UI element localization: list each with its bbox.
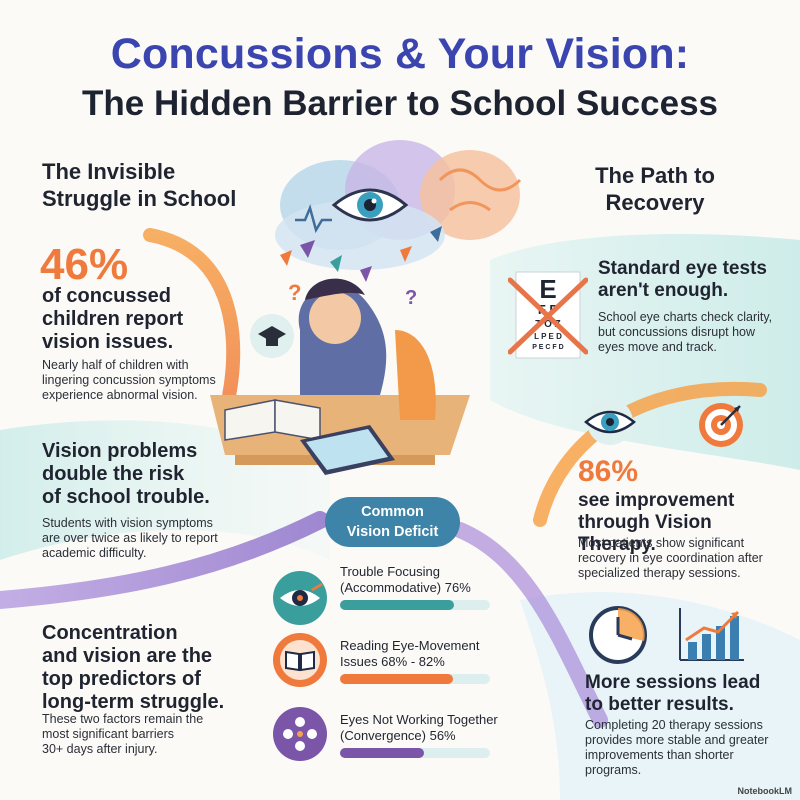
- risk-heading: Vision problems double the risk of schoo…: [42, 440, 252, 509]
- sessions-body-line-4: programs.: [585, 763, 642, 777]
- stat-46-body-line-1: Nearly half of children with: [42, 358, 189, 372]
- eye-chart-row-1: E: [539, 274, 556, 304]
- deficit-3-line-2: (Convergence) 56%: [340, 728, 456, 743]
- risk-body: Students with vision symptoms are over t…: [42, 516, 272, 561]
- left-section-heading: The Invisible Struggle in School: [42, 158, 282, 212]
- therapy-body: Most patients show significant recovery …: [578, 536, 793, 581]
- stat-46-body-line-3: experience abnormal vision.: [42, 388, 198, 402]
- therapy-heading: see improvement through Vision Therapy.: [578, 490, 793, 556]
- sessions-body-line-3: improvements than shorter: [585, 748, 734, 762]
- predictors-line-4: long-term struggle.: [42, 691, 225, 713]
- left-heading-line-2: Struggle in School: [42, 186, 237, 211]
- therapy-line-2: through Vision Therapy.: [578, 512, 712, 555]
- stat-86-percent: 86%: [578, 455, 639, 488]
- risk-body-line-1: Students with vision symptoms: [42, 516, 213, 530]
- deficit-title-line-1: Common: [361, 504, 424, 520]
- deficit-item-1-bar-fill: [340, 600, 454, 610]
- deficit-item-1-label: Trouble Focusing (Accommodative) 76%: [340, 564, 510, 596]
- predictors-line-2: and vision are the: [42, 645, 213, 667]
- stat-46-body-line-2: lingering concussion symptoms: [42, 373, 216, 387]
- eye-icon: [331, 188, 409, 222]
- deficit-title-line-2: Vision Deficit: [346, 524, 439, 540]
- deficit-2-line-1: Reading Eye-Movement: [340, 638, 480, 653]
- predictors-heading: Concentration and vision are the top pre…: [42, 622, 262, 714]
- deficit-3-line-1: Eyes Not Working Together: [340, 712, 498, 727]
- target-icon: [699, 403, 743, 447]
- predictors-line-1: Concentration: [42, 622, 178, 644]
- stat-46-percent: 46%: [40, 240, 129, 289]
- eye-chart-row-5: P E C F D: [532, 344, 563, 351]
- risk-heading-line-1: Vision problems: [42, 440, 198, 462]
- sessions-line-2: to better results.: [585, 694, 734, 715]
- notebooklm-watermark: NotebookLM: [737, 786, 793, 796]
- sessions-body: Completing 20 therapy sessions provides …: [585, 718, 790, 778]
- eye-chart-crossed-icon: E F P T O Z L P E D P E C F D: [508, 271, 588, 359]
- right-heading-line-1: The Path to: [595, 163, 715, 188]
- stat-46-label-line-2: children report: [42, 308, 184, 330]
- eye-tests-heading: Standard eye tests aren't enough.: [598, 258, 788, 302]
- deficit-item-3-bar-fill: [340, 748, 424, 758]
- page-title: Concussions & Your Vision:: [110, 30, 690, 78]
- therapy-body-line-3: specialized therapy sessions.: [578, 566, 741, 580]
- stat-46-label-line-1: of concussed: [42, 285, 171, 307]
- predictors-body: These two factors remain the most signif…: [42, 712, 262, 757]
- eye-target-icon: [273, 571, 327, 625]
- deficit-title-pill: Common Vision Deficit: [325, 497, 460, 547]
- eye-tests-body-line-2: but concussions disrupt how: [598, 325, 756, 339]
- deficit-2-line-2: Issues 68% - 82%: [340, 654, 445, 669]
- therapy-line-1: see improvement: [578, 490, 735, 511]
- therapy-body-line-1: Most patients show significant: [578, 536, 745, 550]
- eye-tests-line-2: aren't enough.: [598, 280, 729, 301]
- svg-text:?: ?: [288, 280, 301, 305]
- deficit-item-2-label: Reading Eye-Movement Issues 68% - 82%: [340, 638, 510, 670]
- deficit-item-2-bar-fill: [340, 674, 453, 684]
- sessions-line-1: More sessions lead: [585, 672, 761, 693]
- eye-chart-row-4: L P E D: [534, 332, 562, 341]
- risk-body-line-3: academic difficulty.: [42, 546, 147, 560]
- growth-chart-icon: [679, 608, 744, 661]
- predictors-body-line-3: 30+ days after injury.: [42, 742, 158, 756]
- left-heading-line-1: The Invisible: [42, 159, 176, 184]
- predictors-line-3: top predictors of: [42, 668, 201, 690]
- sessions-body-line-1: Completing 20 therapy sessions: [585, 718, 763, 732]
- page-subtitle: The Hidden Barrier to School Success: [82, 84, 718, 123]
- right-heading-line-2: Recovery: [605, 190, 705, 215]
- book-icon: [273, 633, 327, 687]
- predictors-body-line-2: most significant barriers: [42, 727, 174, 741]
- right-section-heading: The Path to Recovery: [560, 162, 750, 216]
- risk-body-line-2: are over twice as likely to report: [42, 531, 218, 545]
- deficit-item-3-label: Eyes Not Working Together (Convergence) …: [340, 712, 515, 744]
- clock-icon: [589, 606, 647, 664]
- stat-46-body: Nearly half of children with lingering c…: [42, 358, 242, 403]
- eye-chart-row-3: T O Z: [535, 319, 561, 330]
- eye-tests-body-line-1: School eye charts check clarity,: [598, 310, 773, 324]
- risk-heading-line-3: of school trouble.: [42, 486, 210, 508]
- deficit-item-1-bar: [340, 600, 490, 610]
- therapy-body-line-2: recovery in eye coordination after: [578, 551, 763, 565]
- eye-tests-body: School eye charts check clarity, but con…: [598, 310, 793, 355]
- risk-heading-line-2: double the risk: [42, 463, 185, 485]
- eye-tests-line-1: Standard eye tests: [598, 258, 767, 279]
- stat-46-label: of concussed children report vision issu…: [42, 285, 242, 354]
- eye-tests-body-line-3: eyes move and track.: [598, 340, 717, 354]
- deficit-item-2-bar: [340, 674, 490, 684]
- svg-text:?: ?: [405, 287, 417, 309]
- predictors-body-line-1: These two factors remain the: [42, 712, 204, 726]
- stat-46-label-line-3: vision issues.: [42, 331, 174, 353]
- deficit-1-line-2: (Accommodative) 76%: [340, 580, 471, 595]
- sessions-body-line-2: provides more stable and greater: [585, 733, 769, 747]
- sessions-heading: More sessions lead to better results.: [585, 672, 790, 716]
- deficit-item-3-bar: [340, 748, 490, 758]
- dots-icon: [273, 707, 327, 761]
- deficit-1-line-1: Trouble Focusing: [340, 564, 440, 579]
- eye-icon: [584, 399, 636, 445]
